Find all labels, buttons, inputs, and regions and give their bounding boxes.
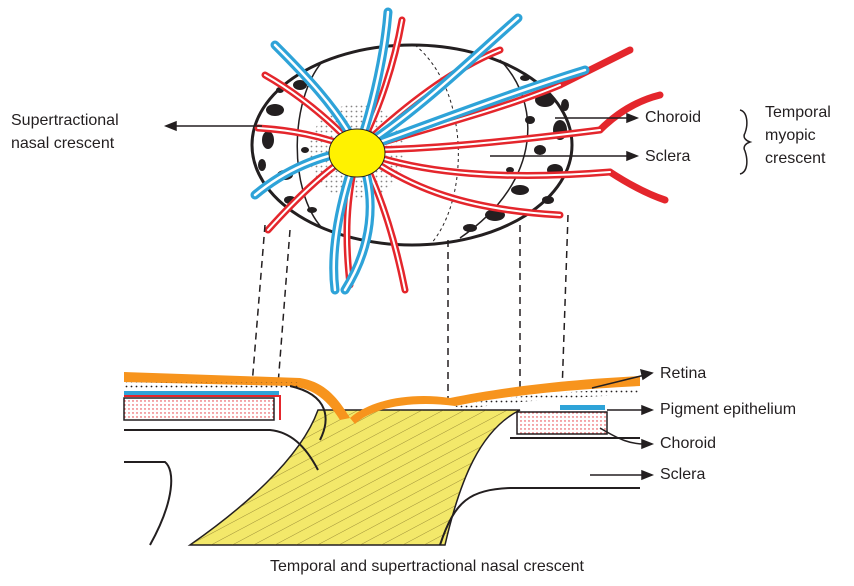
label-temporal-line3: crescent (765, 149, 825, 169)
label-sclera-top: Sclera (645, 147, 690, 167)
optic-disc (252, 12, 665, 290)
optic-cup (329, 129, 385, 177)
label-choroid-bottom: Choroid (660, 434, 716, 454)
temporal-brace (740, 110, 750, 174)
label-supertractional-line1: Supertractional (11, 111, 119, 131)
label-temporal-line2: myopic (765, 126, 816, 146)
label-pigment-epithelium: Pigment epithelium (660, 400, 796, 420)
nerve-fibre-left (124, 382, 299, 390)
label-choroid-top: Choroid (645, 108, 701, 128)
label-supertractional-line2: nasal crescent (11, 134, 114, 154)
label-temporal-line1: Temporal (765, 103, 831, 123)
choroid-left (124, 398, 274, 420)
pigment-epithelium-right (560, 405, 605, 410)
label-retina: Retina (660, 364, 706, 384)
figure-caption: Temporal and supertractional nasal cresc… (0, 557, 854, 577)
choroid-right (517, 412, 607, 434)
label-sclera-bottom: Sclera (660, 465, 705, 485)
cross-section (124, 372, 640, 545)
